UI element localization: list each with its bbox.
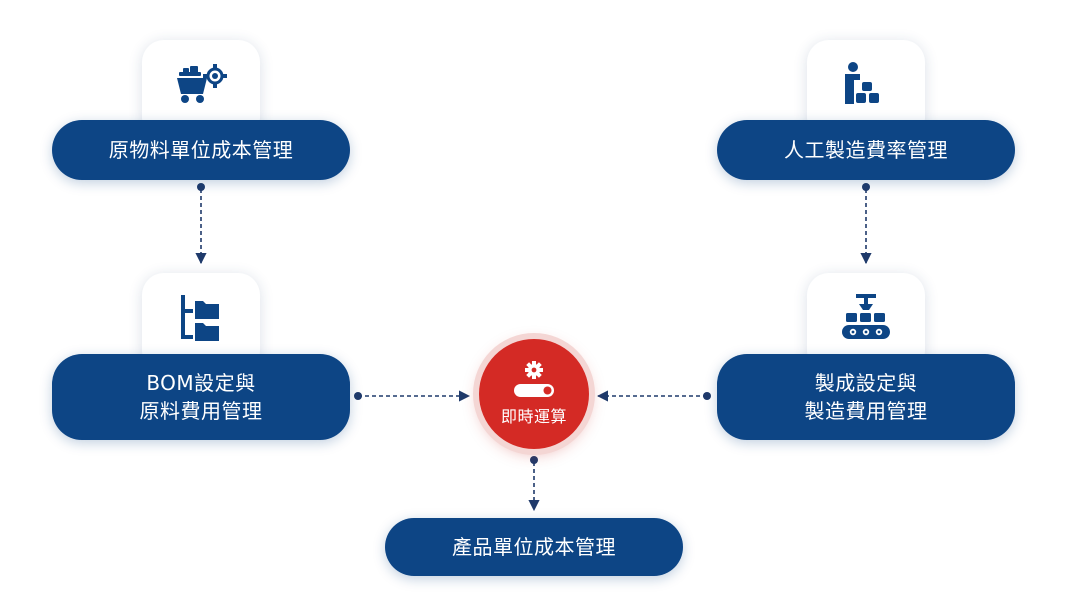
labor-rate-label: 人工製造費率管理	[784, 138, 948, 162]
product-unit-cost-label: 產品單位成本管理	[452, 535, 616, 559]
connector-dot	[354, 392, 362, 400]
realtime-calculation-hub: 即時運算	[479, 339, 589, 449]
connector-dot	[197, 183, 205, 191]
bom-material-node: BOM設定與 原料費用管理	[52, 354, 350, 440]
bom-line2: 原料費用管理	[139, 399, 263, 423]
bom-line1: BOM設定與	[146, 371, 256, 395]
product-unit-cost-node: 產品單位成本管理	[385, 518, 683, 576]
manufacturing-line1: 製成設定與	[814, 371, 918, 395]
conveyor-belt-icon	[842, 294, 890, 339]
worker-boxes-icon	[845, 62, 879, 104]
raw-material-cost-label: 原物料單位成本管理	[108, 138, 294, 162]
mining-cart-gear-icon	[177, 64, 227, 103]
realtime-label: 即時運算	[500, 407, 567, 426]
manufacturing-line2: 製造費用管理	[804, 399, 928, 423]
labor-rate-node: 人工製造費率管理	[717, 120, 1015, 180]
manufacturing-cost-node: 製成設定與 製造費用管理	[717, 354, 1015, 440]
raw-material-cost-node: 原物料單位成本管理	[52, 120, 350, 180]
connector-dot	[530, 456, 538, 464]
gear-toggle-icon	[514, 361, 554, 397]
connector-dot	[703, 392, 711, 400]
connector-dot	[862, 183, 870, 191]
folder-tree-icon	[181, 295, 219, 341]
